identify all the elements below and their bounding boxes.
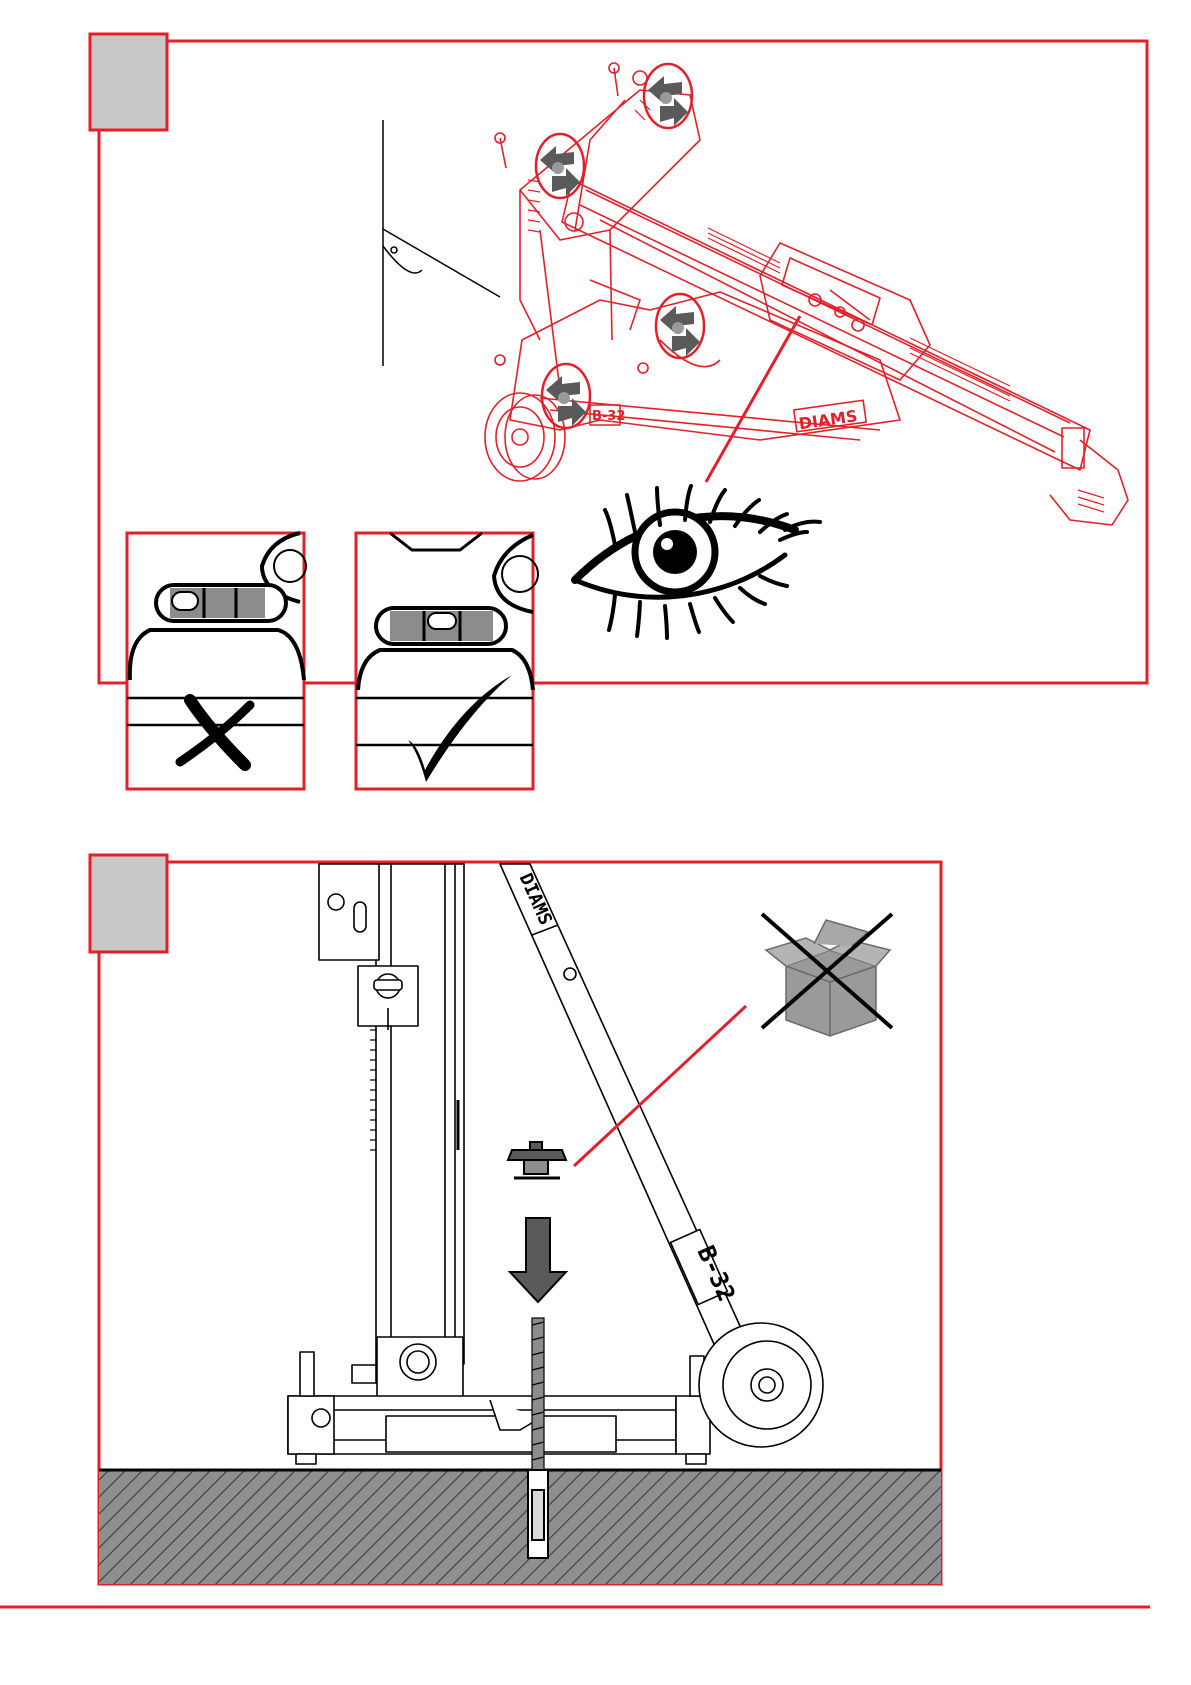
level-inset-right (356, 533, 538, 789)
panel-2: B-32 DIAMS (90, 855, 941, 1584)
floor-hatch (99, 1470, 941, 1584)
eye-icon (575, 486, 820, 638)
down-arrow-icon (510, 1218, 566, 1302)
panel-1-step-box (90, 34, 167, 130)
drill-stand-top-view: DIAMS B-32 (485, 63, 1128, 525)
svg-text:DIAMS: DIAMS (797, 406, 858, 433)
panel-2-step-box (90, 855, 167, 952)
level-inset-wrong (127, 533, 306, 789)
crossed-out-box-icon (762, 914, 892, 1036)
panel-1: DIAMS B-32 (90, 34, 1147, 789)
svg-text:B-32: B-32 (592, 409, 625, 424)
anchor-nut-icon (508, 1142, 566, 1178)
pointer-line (706, 316, 800, 482)
rotation-arrow-icon (536, 134, 584, 198)
rotation-arrow-icon (644, 64, 692, 128)
wall-reference-lines (383, 120, 500, 366)
floor-anchor (528, 1470, 548, 1558)
rotation-arrow-icon (656, 294, 704, 358)
rotation-arrow-icon (542, 364, 590, 428)
drill-stand-side-view: B-32 DIAMS (288, 864, 823, 1464)
threaded-rod (532, 1318, 544, 1470)
